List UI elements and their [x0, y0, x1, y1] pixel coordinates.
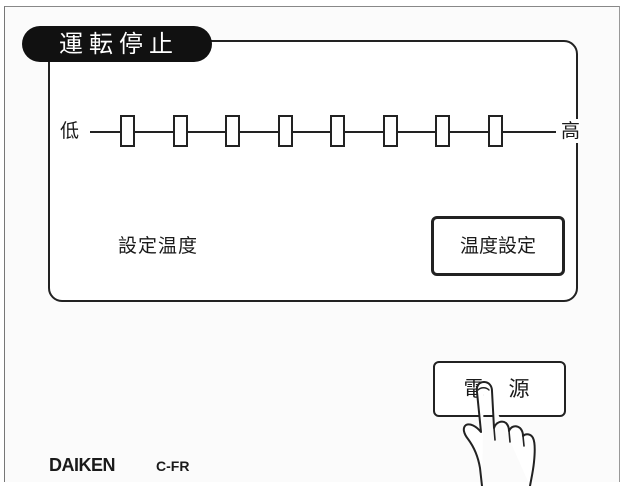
power-button[interactable]: 電源	[433, 361, 566, 417]
level-indicator-5	[330, 115, 345, 147]
level-low-label: 低	[60, 119, 80, 143]
level-indicator-1	[120, 115, 135, 147]
model-name: C-FR	[156, 458, 190, 474]
level-indicator-8	[487, 115, 503, 147]
level-high-label: 高	[560, 119, 580, 143]
level-indicator-6	[382, 115, 398, 147]
brand-logo: DAIKEN	[49, 455, 116, 475]
level-indicator-4	[277, 115, 293, 147]
level-scale-line	[90, 131, 556, 133]
level-indicator-2	[172, 115, 188, 147]
temperature-set-button-label: 温度設定	[459, 235, 536, 257]
temperature-set-button[interactable]: 温度設定	[431, 216, 565, 276]
level-indicator-3	[225, 115, 240, 147]
status-badge: 運転停止	[22, 26, 212, 62]
set-temperature-label: 設定温度	[118, 235, 199, 257]
power-button-label: 電源	[463, 377, 554, 401]
level-scale: 低 高	[60, 112, 580, 152]
level-indicator-7	[435, 115, 450, 147]
